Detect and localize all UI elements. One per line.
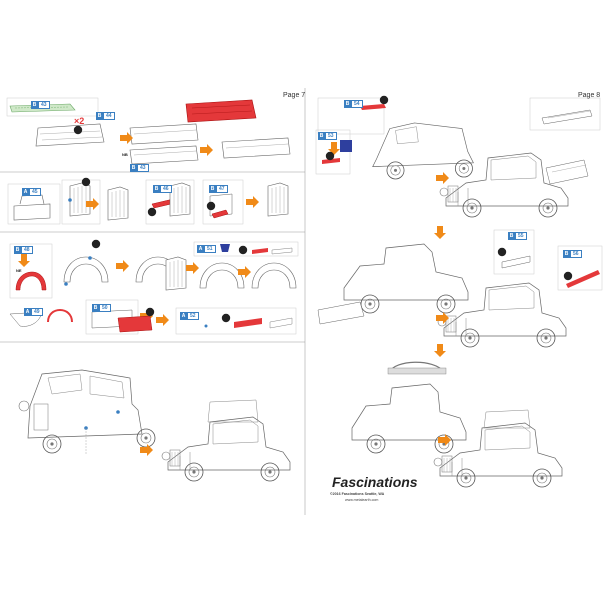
part-number: 54 [351, 100, 363, 108]
page-number-left: Page 7 [283, 92, 306, 99]
page-number-right: Page 8 [578, 92, 601, 99]
part-number: 43 [137, 164, 149, 172]
part-number: 50 [99, 304, 111, 312]
part-letter: B [209, 185, 216, 193]
part-letter: A [22, 188, 29, 196]
part-letter: B [153, 185, 160, 193]
part-number: 43 [38, 101, 50, 109]
part-letter: B [563, 250, 570, 258]
part-letter: A [197, 245, 204, 253]
part-letter: B [31, 101, 38, 109]
step-tag-nb: NB [122, 152, 128, 157]
quantity-mark: ×2 [74, 116, 85, 126]
part-letter: A [180, 312, 187, 320]
part-number: 49 [31, 308, 43, 316]
part-number: 47 [216, 185, 228, 193]
part-number: 55 [515, 232, 527, 240]
part-letter: B [14, 246, 21, 254]
part-letter: B [130, 164, 137, 172]
copyright-text: ©2016 Fascinations Seattle, WA [330, 492, 385, 496]
part-number: 44 [103, 112, 115, 120]
website-text: www.metalearth.com [345, 498, 379, 502]
part-number: 51 [204, 245, 216, 253]
part-letter: B [508, 232, 515, 240]
part-number: 56 [570, 250, 582, 258]
part-number: 53 [325, 132, 337, 140]
part-number: 48 [21, 246, 33, 254]
part-letter: A [24, 308, 31, 316]
part-number: 45 [29, 188, 41, 196]
step-tag-ne: NE [16, 268, 22, 273]
part-letter: B [96, 112, 103, 120]
part-letter: B [92, 304, 99, 312]
part-letter: B [344, 100, 351, 108]
part-number: 46 [160, 185, 172, 193]
part-number: 52 [187, 312, 199, 320]
part-letter: B [318, 132, 325, 140]
brand-logo: Fascinations [332, 474, 418, 490]
